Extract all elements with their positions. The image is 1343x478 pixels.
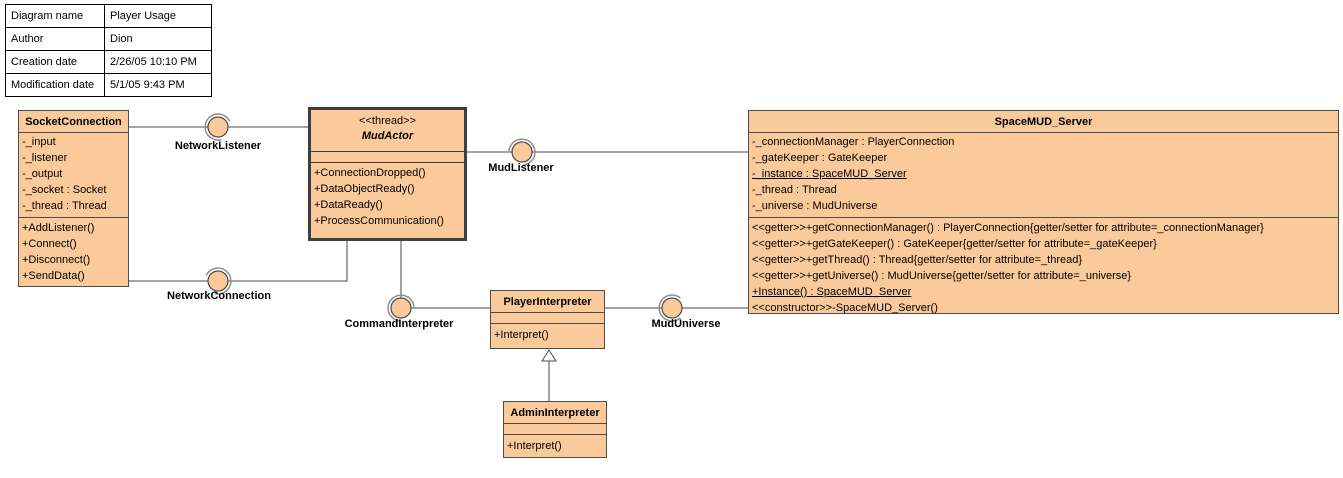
interface-ball-icon[interactable] bbox=[207, 270, 229, 292]
mud-listener-connector bbox=[467, 138, 748, 166]
attribute: -_output bbox=[22, 168, 63, 180]
connector-label-command-interpreter: CommandInterpreter bbox=[344, 318, 454, 330]
attributes-compartment bbox=[491, 313, 604, 324]
attribute: -_universe : MudUniverse bbox=[752, 200, 878, 212]
class-title: <<thread>> MudActor bbox=[311, 110, 464, 152]
method: <<constructor>>-SpaceMUD_Server() bbox=[752, 302, 938, 314]
attributes-compartment bbox=[504, 424, 606, 435]
methods-compartment: +Interpret() bbox=[504, 435, 606, 457]
info-value: Player Usage bbox=[104, 4, 212, 28]
info-row: Diagram name Player Usage bbox=[5, 4, 212, 28]
attribute: -_input bbox=[22, 136, 56, 148]
connector-label-network-listener: NetworkListener bbox=[174, 140, 262, 152]
method: +SendData() bbox=[22, 270, 85, 282]
command-interpreter-connector bbox=[387, 241, 490, 322]
method: <<getter>>+getUniverse() : MudUniverse{g… bbox=[752, 270, 1132, 282]
connector-label-mud-universe: MudUniverse bbox=[651, 318, 721, 330]
attribute: -_connectionManager : PlayerConnection bbox=[752, 136, 955, 148]
info-row: Creation date 2/26/05 10:10 PM bbox=[5, 50, 212, 74]
class-name: SpaceMUD_Server bbox=[749, 111, 1338, 133]
mud-universe-connector bbox=[605, 294, 748, 322]
interface-ball-icon[interactable] bbox=[207, 116, 229, 138]
info-value: 5/1/05 9:43 PM bbox=[104, 73, 212, 97]
method: +Interpret() bbox=[507, 440, 562, 452]
socket-arc-icon bbox=[204, 113, 231, 141]
class-name: MudActor bbox=[361, 130, 414, 142]
class-name: PlayerInterpreter bbox=[491, 291, 604, 313]
info-value: 2/26/05 10:10 PM bbox=[104, 50, 212, 74]
class-admin-interpreter[interactable]: AdminInterpreter +Interpret() bbox=[503, 401, 607, 458]
connector-label-network-connection: NetworkConnection bbox=[167, 290, 271, 302]
socket-arc-icon bbox=[658, 294, 681, 322]
info-label: Author bbox=[5, 27, 105, 51]
socket-arc-icon bbox=[387, 294, 415, 322]
attribute: -_thread : Thread bbox=[22, 200, 107, 212]
class-mud-actor[interactable]: <<thread>> MudActor +ConnectionDropped()… bbox=[308, 107, 467, 241]
method: <<getter>>+getConnectionManager() : Play… bbox=[752, 222, 1264, 234]
network-listener-connector bbox=[129, 113, 308, 141]
attribute: -_gateKeeper : GateKeeper bbox=[752, 152, 888, 164]
socket-arc-icon bbox=[508, 138, 536, 166]
connector-line bbox=[129, 241, 348, 282]
info-label: Creation date bbox=[5, 50, 105, 74]
method: +Disconnect() bbox=[22, 254, 91, 266]
network-connection-connector bbox=[129, 241, 348, 295]
info-label: Diagram name bbox=[5, 4, 105, 28]
class-player-interpreter[interactable]: PlayerInterpreter +Interpret() bbox=[490, 290, 605, 349]
methods-compartment: +Interpret() bbox=[491, 324, 604, 346]
attributes-compartment: -_connectionManager : PlayerConnection -… bbox=[749, 133, 1338, 218]
attributes-compartment: -_input -_listener -_output -_socket : S… bbox=[19, 133, 128, 218]
attributes-compartment bbox=[311, 152, 464, 163]
connector-label-mud-listener: MudListener bbox=[488, 162, 554, 174]
method: +AddListener() bbox=[22, 222, 95, 234]
attribute: -_listener bbox=[22, 152, 68, 164]
attribute: -_socket : Socket bbox=[22, 184, 107, 196]
attribute: -_thread : Thread bbox=[752, 184, 837, 196]
interface-ball-icon[interactable] bbox=[390, 297, 412, 319]
class-name: SocketConnection bbox=[19, 111, 128, 133]
methods-compartment: +ConnectionDropped() +DataObjectReady() … bbox=[311, 163, 464, 231]
attribute-static: -_instance : SpaceMUD_Server bbox=[752, 168, 907, 180]
interface-ball-icon[interactable] bbox=[661, 297, 683, 319]
stereotype: <<thread>> bbox=[359, 115, 416, 127]
method: +DataObjectReady() bbox=[314, 183, 415, 195]
method: +DataReady() bbox=[314, 199, 383, 211]
generalization-arrow-icon bbox=[541, 349, 557, 362]
interface-ball-icon[interactable] bbox=[511, 141, 533, 163]
method: +ProcessCommunication() bbox=[314, 215, 444, 227]
method: +Connect() bbox=[22, 238, 77, 250]
method: +Interpret() bbox=[494, 329, 549, 341]
method: <<getter>>+getGateKeeper() : GateKeeper{… bbox=[752, 238, 1157, 250]
socket-arc-icon bbox=[205, 267, 232, 295]
method: <<getter>>+getThread() : Thread{getter/s… bbox=[752, 254, 1083, 266]
method-static: +Instance() : SpaceMUD_Server bbox=[752, 286, 912, 298]
class-spacemud-server[interactable]: SpaceMUD_Server -_connectionManager : Pl… bbox=[748, 110, 1339, 314]
class-name: AdminInterpreter bbox=[504, 402, 606, 424]
diagram-info-table: Diagram name Player Usage Author Dion Cr… bbox=[5, 4, 212, 97]
class-socket-connection[interactable]: SocketConnection -_input -_listener -_ou… bbox=[18, 110, 129, 287]
method: +ConnectionDropped() bbox=[314, 167, 426, 179]
generalization-admin-to-player bbox=[541, 349, 557, 401]
methods-compartment: <<getter>>+getConnectionManager() : Play… bbox=[749, 218, 1338, 318]
info-row: Modification date 5/1/05 9:43 PM bbox=[5, 73, 212, 97]
methods-compartment: +AddListener() +Connect() +Disconnect() … bbox=[19, 218, 128, 286]
info-label: Modification date bbox=[5, 73, 105, 97]
